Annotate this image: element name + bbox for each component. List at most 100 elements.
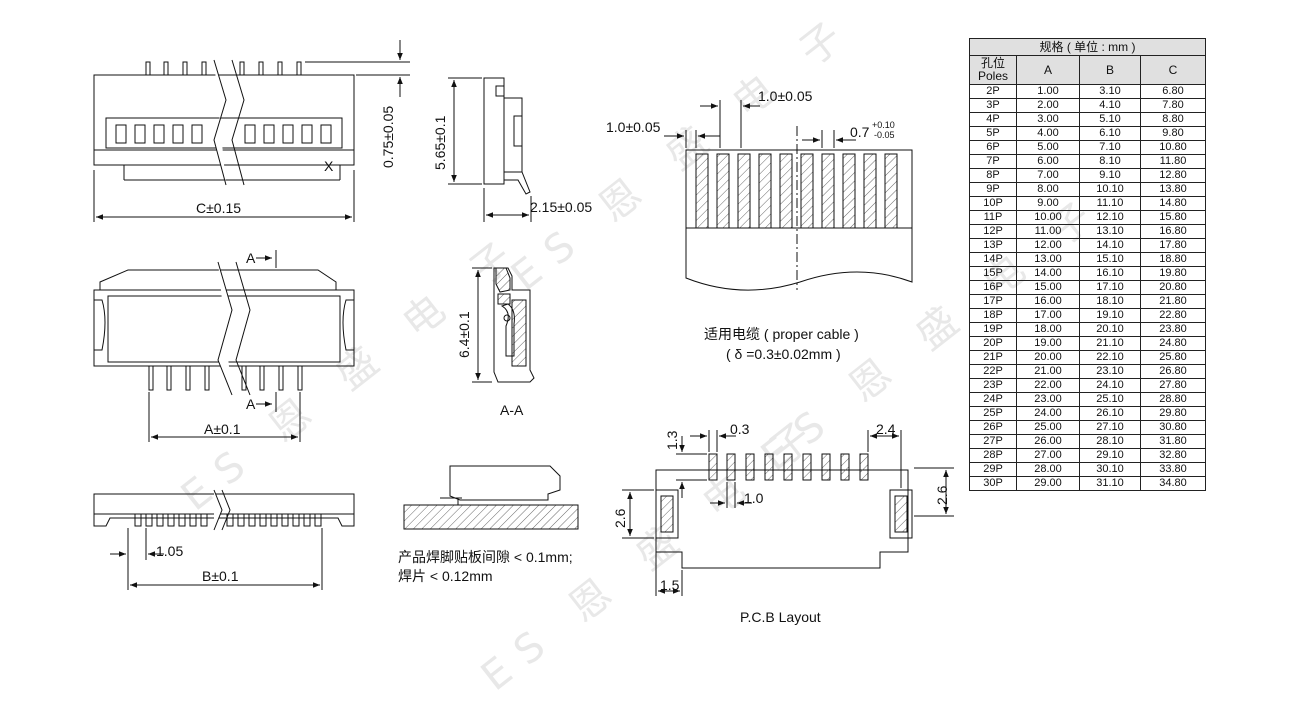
cell-c: 21.80: [1140, 294, 1206, 309]
cell-a: 21.00: [1016, 364, 1080, 379]
cell-poles: 26P: [969, 420, 1017, 435]
cell-b: 8.10: [1079, 154, 1141, 169]
cell-poles: 5P: [969, 126, 1017, 141]
mounting-note-line1: 产品焊脚贴板间隙 < 0.1mm;: [398, 549, 573, 565]
cell-poles: 17P: [969, 294, 1017, 309]
cell-b: 21.10: [1079, 336, 1141, 351]
cell-a: 19.00: [1016, 336, 1080, 351]
cell-b: 11.10: [1079, 196, 1141, 211]
cell-poles: 24P: [969, 392, 1017, 407]
cell-b: 28.10: [1079, 434, 1141, 449]
pcb-dim-15: 1.5: [660, 577, 680, 593]
cell-a: 24.00: [1016, 406, 1080, 421]
header-b: B: [1079, 55, 1141, 85]
cell-poles: 21P: [969, 350, 1017, 365]
cell-b: 16.10: [1079, 266, 1141, 281]
cell-a: 5.00: [1016, 140, 1080, 155]
cell-poles: 30P: [969, 476, 1017, 491]
cell-c: 14.80: [1140, 196, 1206, 211]
header-c: C: [1140, 55, 1206, 85]
cell-c: 24.80: [1140, 336, 1206, 351]
cell-c: 29.80: [1140, 406, 1206, 421]
dim-c: C±0.15: [196, 200, 242, 216]
cell-b: 25.10: [1079, 392, 1141, 407]
dim-pitch-105: 1.05: [156, 543, 184, 559]
spec-table-title: 规格 ( 单位 : mm ): [969, 38, 1206, 56]
dim-x-mark: X: [324, 158, 334, 174]
cell-a: 4.00: [1016, 126, 1080, 141]
cable-tol-minus: -0.05: [874, 130, 895, 140]
cell-c: 22.80: [1140, 308, 1206, 323]
cell-c: 32.80: [1140, 448, 1206, 463]
cell-b: 22.10: [1079, 350, 1141, 365]
cell-poles: 22P: [969, 364, 1017, 379]
pcb-caption: P.C.B Layout: [740, 609, 821, 625]
cable-thickness: ( δ =0.3±0.02mm ): [726, 346, 841, 362]
cell-c: 19.80: [1140, 266, 1206, 281]
cell-c: 33.80: [1140, 462, 1206, 477]
cell-poles: 11P: [969, 210, 1017, 225]
cell-a: 3.00: [1016, 112, 1080, 127]
cell-b: 27.10: [1079, 420, 1141, 435]
cell-a: 27.00: [1016, 448, 1080, 463]
cell-poles: 20P: [969, 336, 1017, 351]
pcb-dim-03: 0.3: [730, 421, 750, 437]
cell-a: 8.00: [1016, 182, 1080, 197]
cell-poles: 4P: [969, 112, 1017, 127]
cell-b: 13.10: [1079, 224, 1141, 239]
pcb-dim-24: 2.4: [876, 421, 896, 437]
cell-b: 6.10: [1079, 126, 1141, 141]
cell-poles: 3P: [969, 98, 1017, 113]
cell-a: 2.00: [1016, 98, 1080, 113]
cell-b: 12.10: [1079, 210, 1141, 225]
section-a-top-label: A: [246, 250, 256, 266]
cell-c: 10.80: [1140, 140, 1206, 155]
dim-height-64: 6.4±0.1: [456, 311, 472, 358]
pcb-dim-26-right: 2.6: [934, 485, 950, 505]
bottom-view: [93, 250, 355, 442]
cell-a: 16.00: [1016, 294, 1080, 309]
pcb-dim-13: 1.3: [664, 430, 680, 450]
cell-b: 23.10: [1079, 364, 1141, 379]
cell-c: 25.80: [1140, 350, 1206, 365]
cell-poles: 27P: [969, 434, 1017, 449]
mounting-view: [403, 465, 579, 530]
cell-c: 34.80: [1140, 476, 1206, 491]
cell-b: 10.10: [1079, 182, 1141, 197]
header-poles: 孔位 Poles: [969, 55, 1017, 85]
header-poles-en: Poles: [977, 69, 1009, 83]
cell-c: 18.80: [1140, 252, 1206, 267]
dim-height-565: 5.65±0.1: [432, 115, 448, 170]
cable-tol-plus: +0.10: [872, 120, 895, 130]
cell-poles: 15P: [969, 266, 1017, 281]
header-a: A: [1016, 55, 1080, 85]
cell-c: 23.80: [1140, 322, 1206, 337]
cell-c: 13.80: [1140, 182, 1206, 197]
technical-drawing: [93, 40, 954, 596]
cell-a: 14.00: [1016, 266, 1080, 281]
cell-b: 18.10: [1079, 294, 1141, 309]
cell-c: 9.80: [1140, 126, 1206, 141]
cell-poles: 25P: [969, 406, 1017, 421]
dim-width-215: 2.15±0.05: [530, 199, 593, 215]
cell-c: 31.80: [1140, 434, 1206, 449]
dim-b: B±0.1: [202, 568, 239, 584]
cell-c: 16.80: [1140, 224, 1206, 239]
cell-b: 3.10: [1079, 84, 1141, 99]
cell-a: 17.00: [1016, 308, 1080, 323]
cell-b: 24.10: [1079, 378, 1141, 393]
cell-c: 20.80: [1140, 280, 1206, 295]
